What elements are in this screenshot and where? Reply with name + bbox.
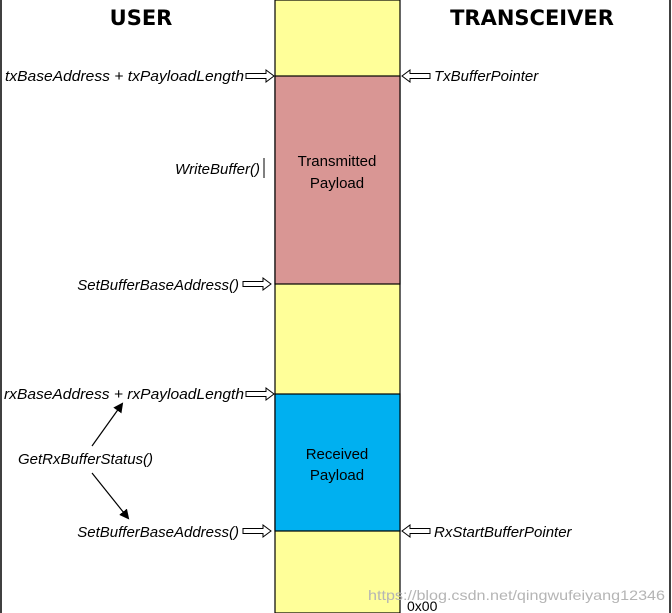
write-buffer-label: WriteBuffer() xyxy=(175,161,260,178)
arrow-right-icon xyxy=(245,387,275,401)
set-buffer-base-tx-label: SetBufferBaseAddress() xyxy=(77,277,239,294)
rx-top-address-label: rxBaseAddress + rxPayloadLength xyxy=(4,386,244,403)
arrow-right-icon xyxy=(242,277,272,291)
user-header: USER xyxy=(110,6,173,30)
transmitted-label-line1: Transmitted xyxy=(298,153,377,170)
arrow-diagonal-down-icon xyxy=(91,472,130,520)
rx-start-buffer-pointer-label: RxStartBufferPointer xyxy=(434,524,573,541)
received-payload-block xyxy=(274,393,401,532)
get-rx-buffer-status-label: GetRxBufferStatus() xyxy=(18,451,153,468)
arrow-right-icon xyxy=(242,524,272,538)
arrow-diagonal-up-icon xyxy=(91,402,124,447)
received-label-line1: Received xyxy=(306,446,369,463)
transceiver-header: TRANSCEIVER xyxy=(450,6,614,30)
arrow-right-icon xyxy=(245,69,275,83)
bottom-address-label: 0x00 xyxy=(407,598,438,613)
received-label-line2: Payload xyxy=(310,467,364,484)
transmitted-label-line2: Payload xyxy=(310,175,364,192)
set-buffer-base-rx-label: SetBufferBaseAddress() xyxy=(77,524,239,541)
tx-top-address-label: txBaseAddress + txPayloadLength xyxy=(5,68,244,85)
transmitted-payload-block xyxy=(274,75,401,285)
watermark-text: https://blog.csdn.net/qingwufeiyang12346 xyxy=(368,587,665,603)
tx-buffer-pointer-label: TxBufferPointer xyxy=(434,68,539,85)
arrow-left-icon xyxy=(401,524,431,538)
arrow-left-icon xyxy=(401,69,431,83)
